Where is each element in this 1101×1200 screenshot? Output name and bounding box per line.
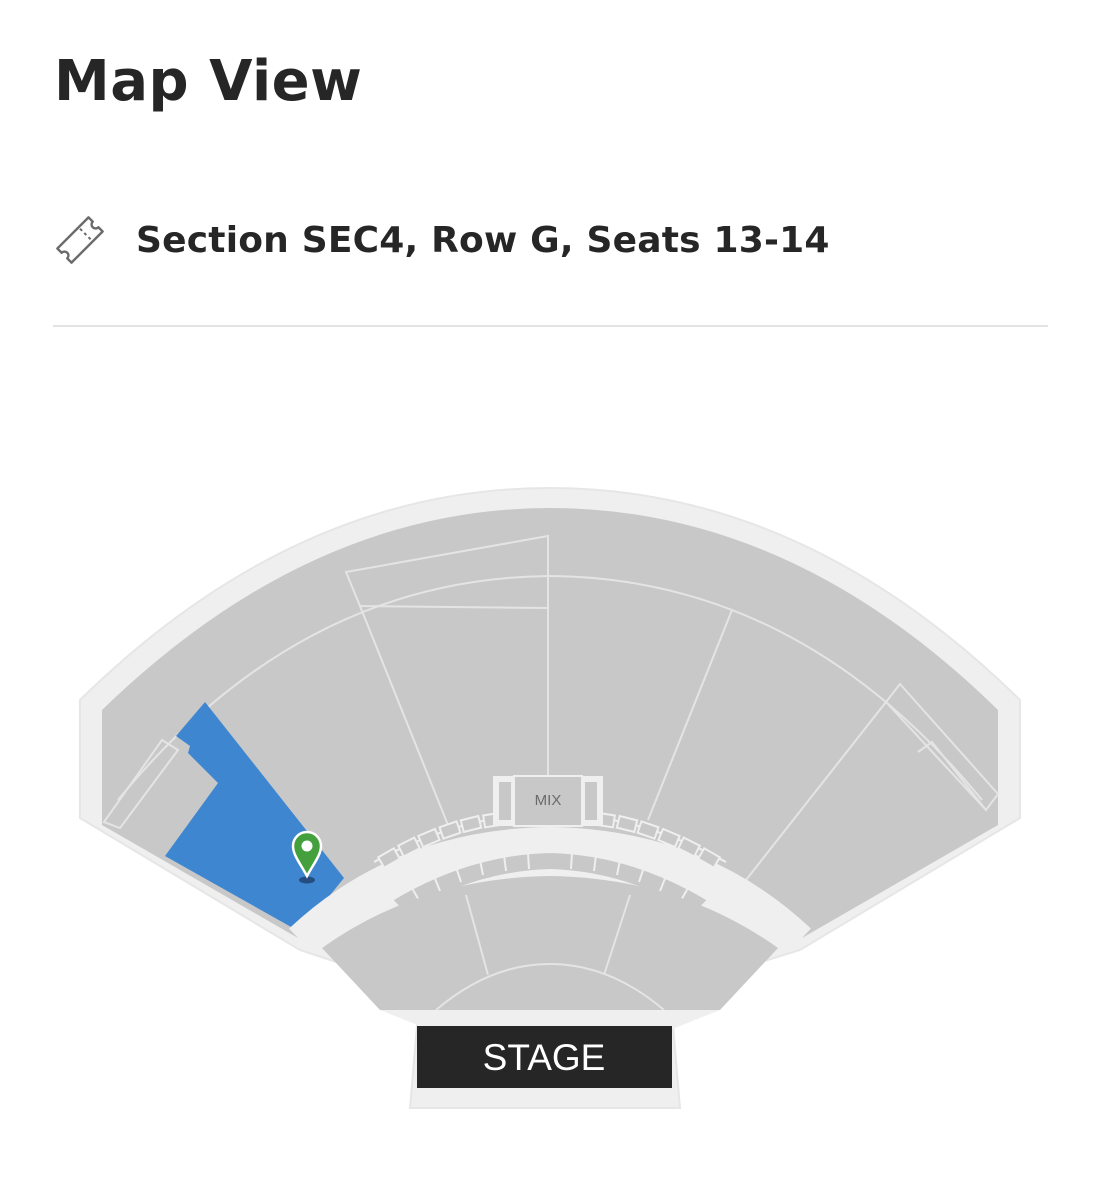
orchestra-section	[322, 876, 778, 1010]
mix-booth: MIX	[493, 775, 603, 827]
orchestra-divider	[603, 894, 631, 976]
section-divider	[359, 605, 449, 826]
left-box-section	[102, 738, 180, 830]
divider	[53, 325, 1048, 327]
seat-details: Section SEC4, Row G, Seats 13-14	[52, 208, 830, 272]
mix-label: MIX	[535, 792, 562, 809]
stage	[417, 1026, 672, 1088]
section-divider	[647, 609, 733, 821]
page-title: Map View	[54, 49, 363, 114]
selected-section-sec4[interactable]	[165, 702, 344, 932]
location-pin-icon[interactable]	[291, 830, 323, 884]
stage-label: STAGE	[483, 1037, 606, 1078]
ticket-icon	[56, 216, 104, 264]
walkway	[289, 826, 811, 948]
seating-area	[102, 508, 998, 938]
section-divider	[745, 701, 887, 881]
right-box-inner	[917, 740, 987, 811]
stage-apron	[380, 1010, 720, 1030]
orchestra-front-arc	[435, 962, 665, 1011]
orchestra-divider	[465, 894, 489, 976]
seat-location-text: Section SEC4, Row G, Seats 13-14	[136, 219, 830, 261]
upper-ring-arc	[117, 574, 983, 801]
right-box-section	[884, 682, 1000, 812]
venue-seating-map[interactable]: MIX STAGE	[0, 470, 1101, 1120]
